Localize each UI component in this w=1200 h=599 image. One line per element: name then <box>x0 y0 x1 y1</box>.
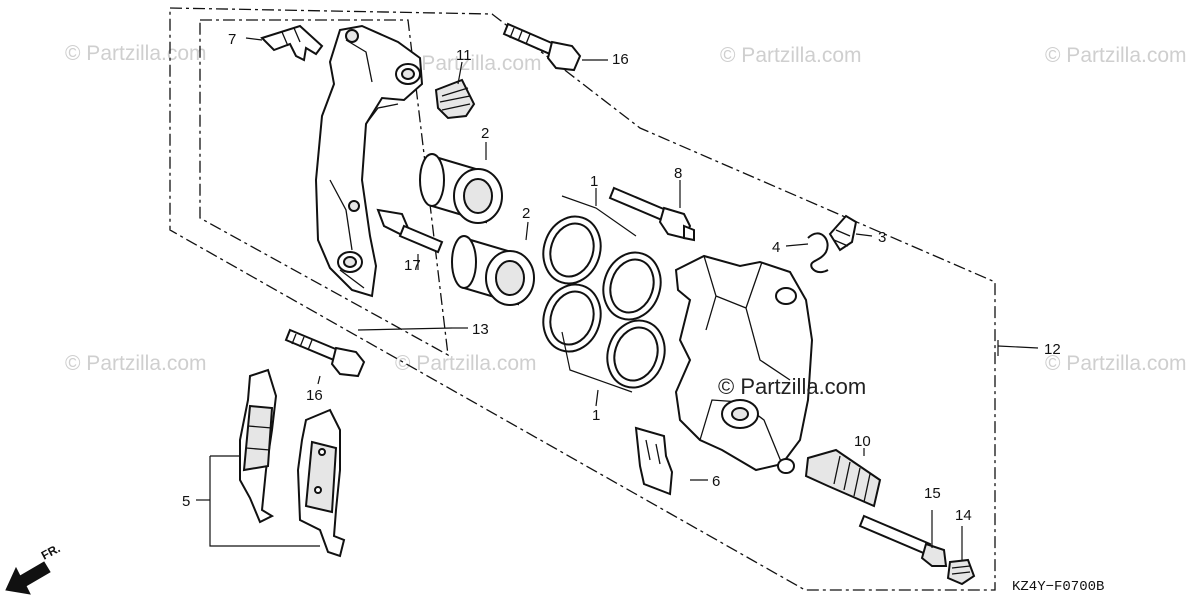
callout-14: 14 <box>955 507 972 524</box>
part-pin-15 <box>858 514 948 567</box>
part-slide-pin-8 <box>608 186 695 242</box>
front-direction-arrow-icon <box>5 561 51 595</box>
frame-bracket-assembly <box>199 19 449 357</box>
callout-13: 13 <box>472 321 489 338</box>
part-boot-10 <box>804 448 882 508</box>
part-pad-spring <box>260 24 324 62</box>
diagram-code: KZ4Y−F0700B <box>1012 579 1104 595</box>
part-pad-retainer-6 <box>634 426 674 496</box>
part-piston-lower <box>451 235 535 306</box>
callout-16-upper: 16 <box>612 51 629 68</box>
callout-2-upper: 2 <box>481 125 489 142</box>
callout-8: 8 <box>674 165 682 182</box>
callout-15: 15 <box>924 485 941 502</box>
part-caliper-bracket <box>314 24 424 298</box>
callout-7: 7 <box>228 31 236 48</box>
watermark-center: © Partzilla.com <box>718 374 866 399</box>
part-plug-14 <box>946 558 976 586</box>
watermark: © Partzilla.com <box>65 352 207 375</box>
callout-11: 11 <box>456 47 472 64</box>
callout-10: 10 <box>854 433 871 450</box>
watermark-layer: © Partzilla.com © Partzilla.com © Partzi… <box>65 42 1187 375</box>
callout-1-upper: 1 <box>590 173 598 190</box>
callout-3: 3 <box>878 229 886 246</box>
part-bolt-16-upper <box>502 22 582 72</box>
callout-4: 4 <box>772 239 780 256</box>
leader-lines <box>196 37 1039 560</box>
callouts: 7 11 16 2 2 1 1 8 3 4 17 13 12 16 10 6 5… <box>182 31 1061 524</box>
watermark: © Partzilla.com <box>395 352 537 375</box>
part-pin-17 <box>376 208 444 254</box>
part-bleeder-3 <box>828 214 858 252</box>
part-bleeder-cap-4 <box>807 232 829 274</box>
watermark: © Partzilla.com <box>720 44 862 67</box>
part-seals <box>542 215 666 389</box>
part-bolt-16-lower <box>284 328 366 378</box>
callout-1-lower: 1 <box>592 407 600 424</box>
watermark: © Partzilla.com <box>400 52 542 75</box>
part-piston-upper <box>419 153 503 224</box>
callout-5: 5 <box>182 493 190 510</box>
part-brake-pads <box>239 368 346 558</box>
watermark: © Partzilla.com <box>1045 44 1187 67</box>
part-caliper-body <box>674 254 814 474</box>
watermark: © Partzilla.com <box>1045 352 1187 375</box>
part-boot-11 <box>434 78 476 120</box>
callout-2-lower: 2 <box>522 205 530 222</box>
callout-12: 12 <box>1044 341 1061 358</box>
callout-17: 17 <box>404 257 421 274</box>
callout-16-lower: 16 <box>306 387 323 404</box>
direction-label: FR. <box>39 541 63 562</box>
callout-6: 6 <box>712 473 720 490</box>
watermark: © Partzilla.com <box>65 42 207 65</box>
